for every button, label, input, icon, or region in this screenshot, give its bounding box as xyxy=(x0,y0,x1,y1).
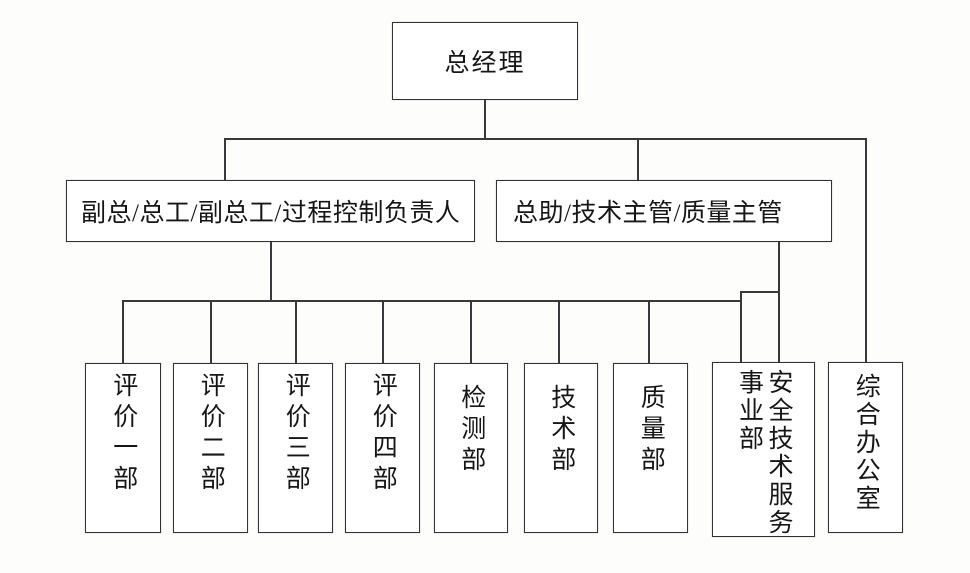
connector-drop-dept-7 xyxy=(648,300,650,363)
node-technology-dept[interactable]: 技术部 xyxy=(524,363,598,533)
connector-drop-dept-1 xyxy=(122,300,124,363)
connector-l2-right-stem xyxy=(778,242,780,292)
connector-drop-dept-6 xyxy=(558,300,560,363)
node-evaluation-dept-1[interactable]: 评价一部 xyxy=(85,363,161,533)
node-quality-dept[interactable]: 质量部 xyxy=(613,363,688,533)
connector-drop-dept-5 xyxy=(470,300,472,363)
connector-drop-l2-right xyxy=(637,138,639,181)
node-testing-dept[interactable]: 检测部 xyxy=(434,363,508,533)
node-safety-service-division-label-col1: 安全技术服务 xyxy=(765,369,792,537)
node-general-office[interactable]: 综合办公室 xyxy=(828,362,903,533)
connector-drop-dept-4 xyxy=(382,300,384,363)
connector-drop-dept-2 xyxy=(210,300,212,363)
node-general-manager[interactable]: 总经理 xyxy=(392,22,578,100)
node-evaluation-dept-2-label: 评价二部 xyxy=(197,372,225,496)
connector-level2-bus xyxy=(122,300,741,302)
node-evaluation-dept-3-label: 评价三部 xyxy=(282,372,310,496)
node-general-office-label: 综合办公室 xyxy=(852,373,880,513)
connector-l2-left-stem xyxy=(270,242,272,300)
connector-right-rail xyxy=(865,138,867,363)
node-evaluation-dept-2[interactable]: 评价二部 xyxy=(173,363,248,533)
node-assistant-group[interactable]: 总助/技术主管/质量主管 xyxy=(496,180,832,242)
node-deputy-group[interactable]: 副总/总工/副总工/过程控制负责人 xyxy=(66,180,475,242)
node-safety-service-division[interactable]: 安全技术服务 事业部 xyxy=(712,362,815,537)
node-deputy-group-label: 副总/总工/副总工/过程控制负责人 xyxy=(81,200,461,227)
node-evaluation-dept-3[interactable]: 评价三部 xyxy=(258,363,333,533)
connector-drop-dept-8 xyxy=(740,291,742,363)
connector-drop-l2-left xyxy=(224,138,226,181)
node-quality-dept-label: 质量部 xyxy=(637,384,665,477)
node-evaluation-dept-4-label: 评价四部 xyxy=(369,372,397,496)
connector-level1-bus xyxy=(224,138,867,140)
node-technology-dept-label: 技术部 xyxy=(547,384,575,477)
node-evaluation-dept-1-label: 评价一部 xyxy=(109,372,137,496)
connector-safety-jog xyxy=(740,291,780,293)
node-evaluation-dept-4[interactable]: 评价四部 xyxy=(345,363,420,533)
node-testing-dept-label: 检测部 xyxy=(457,384,485,477)
connector-drop-dept-3 xyxy=(295,300,297,363)
connector-drop-dept-8b xyxy=(778,291,780,363)
node-safety-service-division-label-col2: 事业部 xyxy=(735,369,763,453)
node-assistant-group-label: 总助/技术主管/质量主管 xyxy=(513,200,783,227)
connector-top-stem xyxy=(484,100,486,139)
node-general-manager-label: 总经理 xyxy=(444,50,526,77)
